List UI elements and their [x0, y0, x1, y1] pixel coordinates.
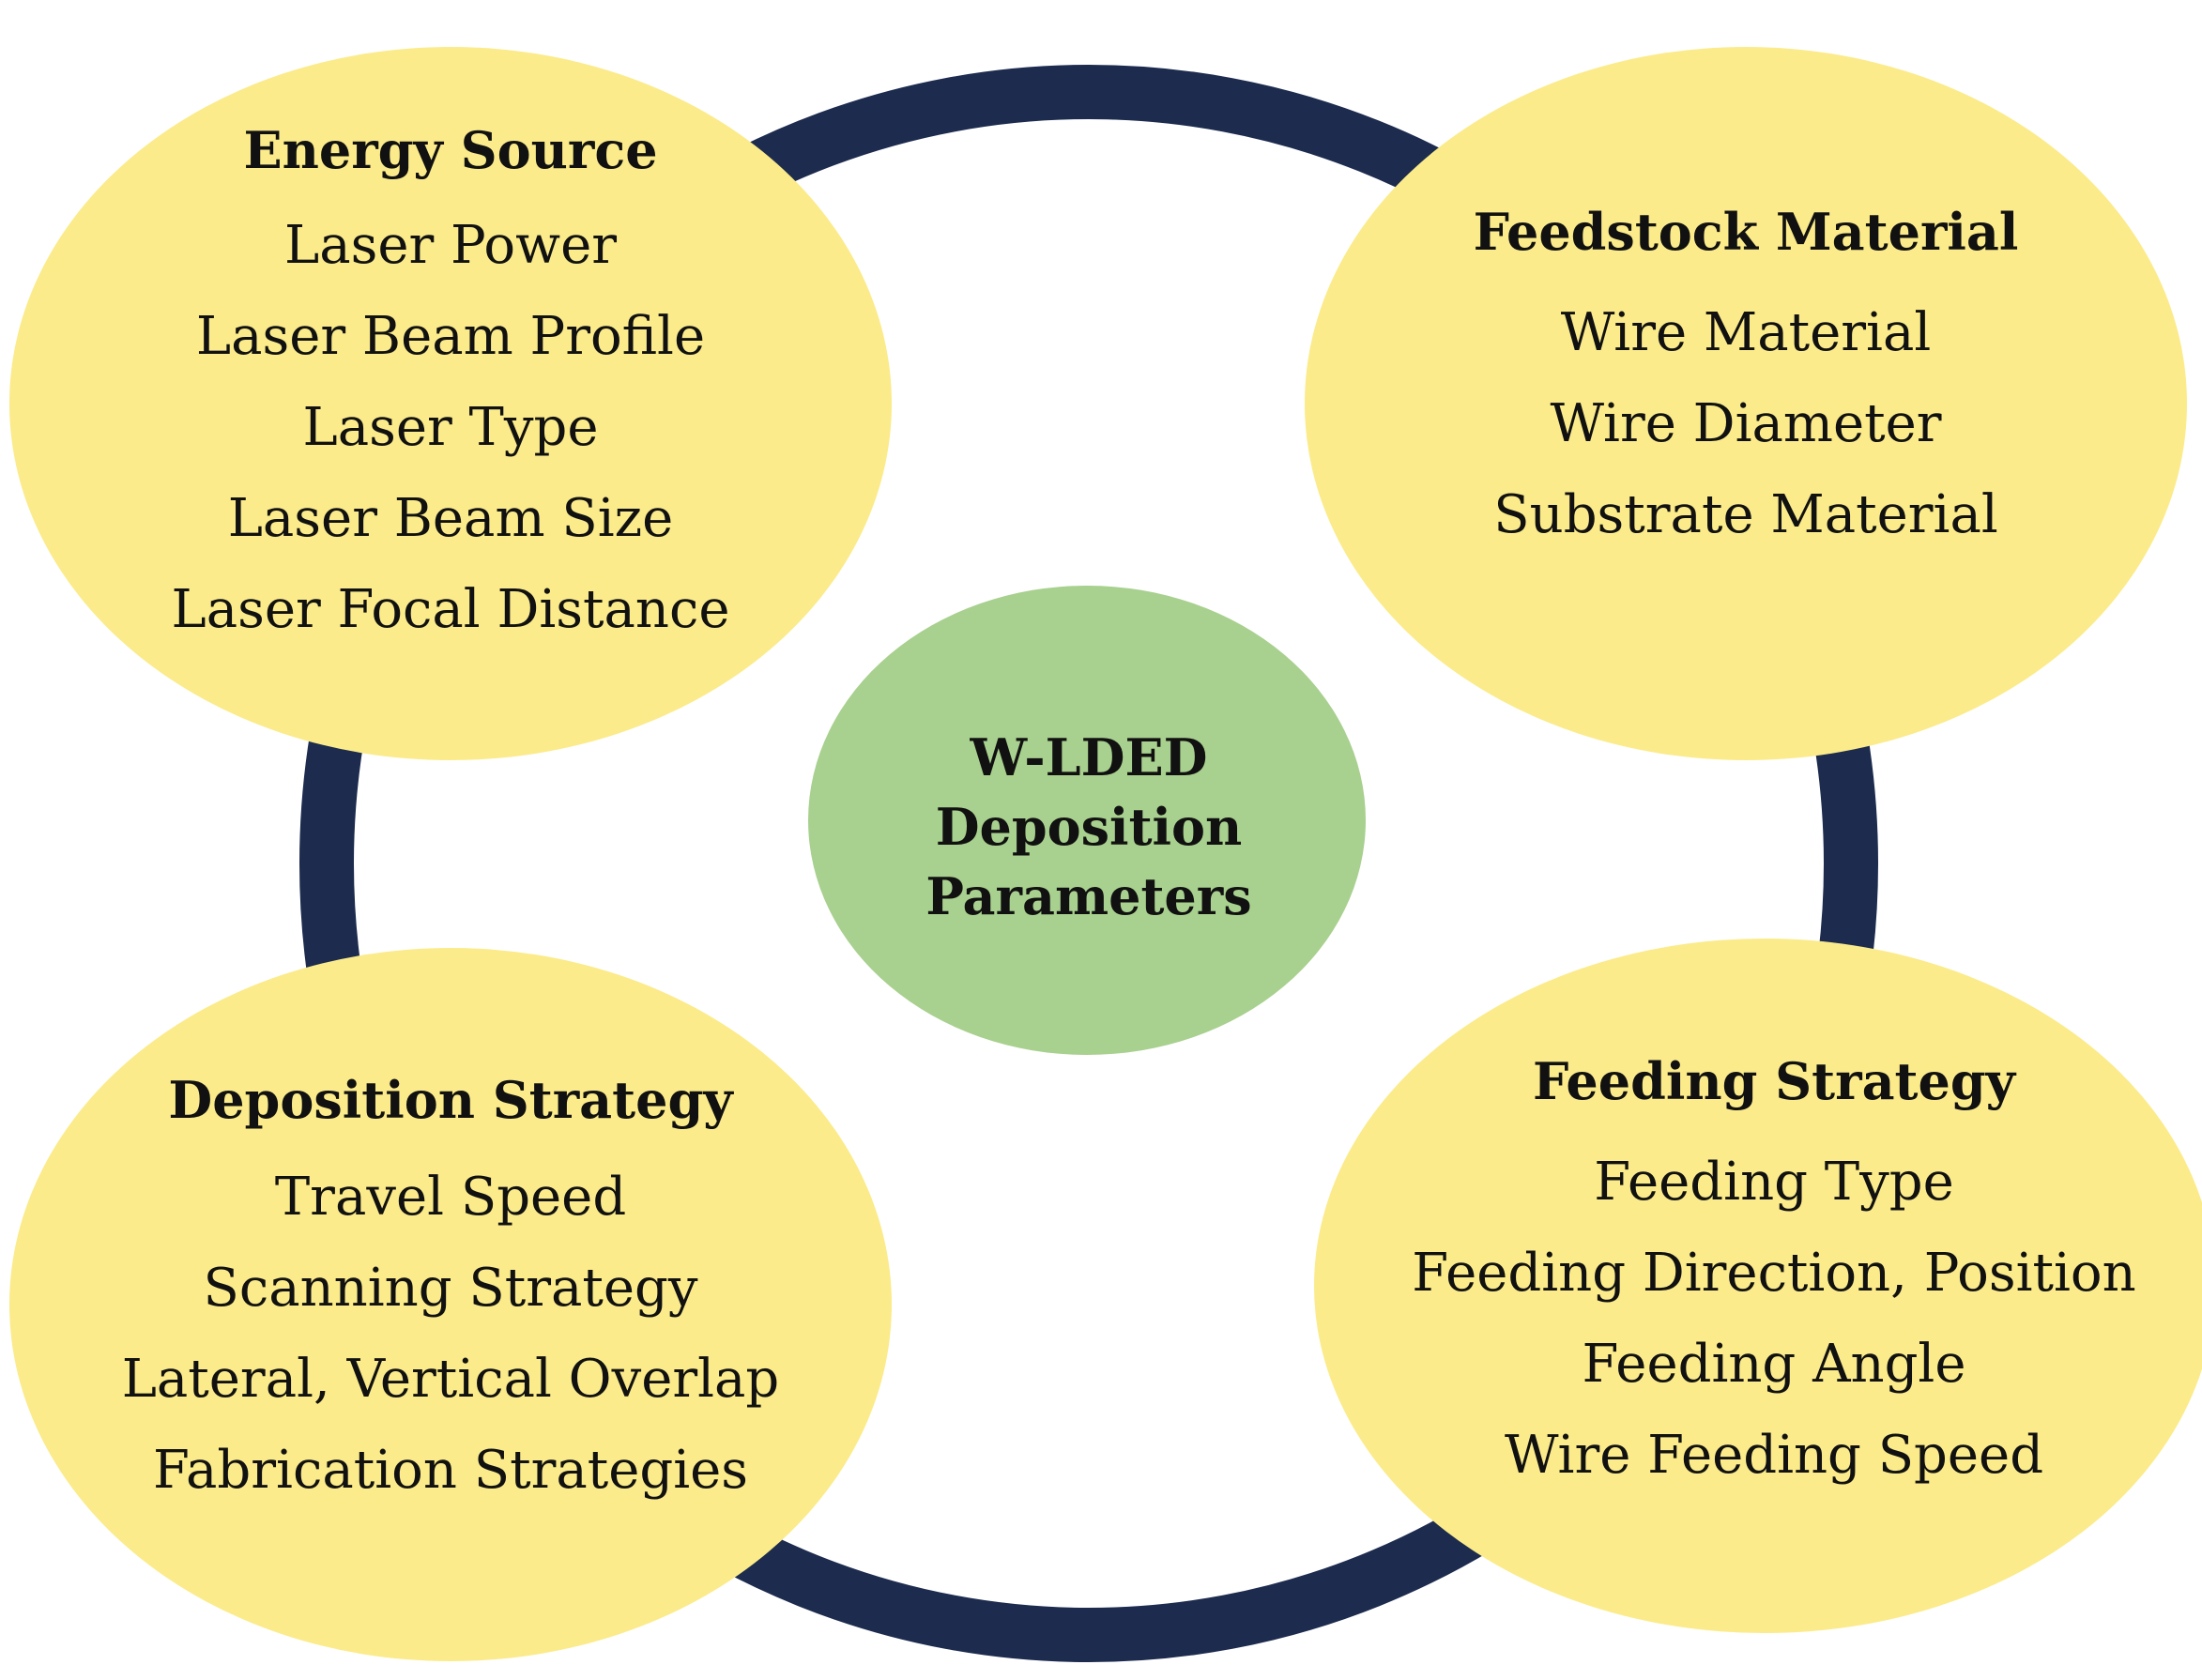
- deposition-strategy-item: Travel Speed: [274, 1166, 627, 1228]
- center-label-line: Deposition: [935, 797, 1243, 857]
- deposition-strategy-bubble: [9, 948, 892, 1661]
- center-bubble: [808, 586, 1366, 1055]
- energy-source-item: Laser Beam Profile: [195, 305, 706, 367]
- feeding-strategy-item: Feeding Type: [1594, 1151, 1954, 1213]
- energy-source-bubble: [9, 47, 892, 760]
- deposition-strategy-item: Lateral, Vertical Overlap: [121, 1348, 780, 1410]
- feeding-strategy-item: Feeding Direction, Position: [1412, 1242, 2136, 1304]
- feedstock-material-bubble: [1305, 47, 2187, 760]
- feedstock-material-title: Feedstock Material: [1473, 202, 2019, 262]
- energy-source-item: Laser Focal Distance: [171, 578, 730, 640]
- center-label: W-LDED Deposition Parameters: [807, 723, 1370, 931]
- energy-source-item: Laser Type: [302, 396, 599, 458]
- feeding-strategy-item: Feeding Angle: [1582, 1333, 1966, 1395]
- feedstock-material-group: Feedstock Material Wire Material Wire Di…: [1352, 202, 2140, 560]
- deposition-strategy-title: Deposition Strategy: [168, 1070, 733, 1130]
- energy-source-item: Laser Beam Size: [227, 487, 674, 549]
- energy-source-title: Energy Source: [243, 120, 658, 180]
- connecting-ring: [299, 65, 1878, 1662]
- energy-source-item: Laser Power: [284, 214, 617, 276]
- deposition-strategy-group: Deposition Strategy Travel Speed Scannin…: [56, 1070, 845, 1516]
- feedstock-material-item: Substrate Material: [1493, 483, 1998, 545]
- feeding-strategy-bubble: [1314, 939, 2202, 1633]
- feeding-strategy-group: Feeding Strategy Feeding Type Feeding Di…: [1380, 1051, 2168, 1501]
- deposition-strategy-item: Fabrication Strategies: [152, 1439, 749, 1501]
- feeding-strategy-item: Wire Feeding Speed: [1504, 1424, 2044, 1486]
- center-label-line: Parameters: [925, 866, 1252, 926]
- energy-source-group: Energy Source Laser Power Laser Beam Pro…: [56, 120, 845, 655]
- deposition-strategy-item: Scanning Strategy: [203, 1257, 698, 1319]
- feedstock-material-item: Wire Diameter: [1550, 392, 1942, 454]
- feedstock-material-item: Wire Material: [1560, 301, 1932, 363]
- feeding-strategy-title: Feeding Strategy: [1532, 1051, 2015, 1111]
- center-label-line: W-LDED: [970, 727, 1208, 787]
